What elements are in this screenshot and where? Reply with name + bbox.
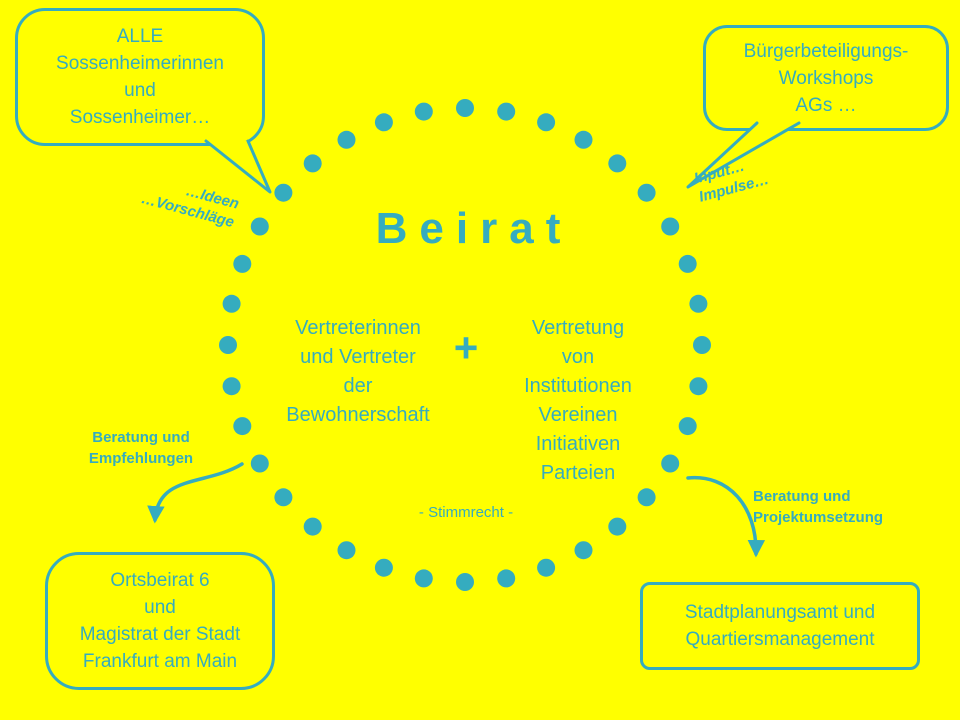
- bubble-line: ALLE: [116, 26, 164, 47]
- circle-dot: [274, 183, 293, 202]
- group-line: Initiativen: [535, 433, 621, 455]
- circle-dot: [608, 154, 627, 173]
- group-line: Bewohnerschaft: [286, 404, 430, 426]
- bubble-line: Sossenheimerinnen: [56, 53, 224, 74]
- callout-tail-top-left: [204, 139, 272, 194]
- box-line: Stadtplanungsamt und: [684, 602, 876, 623]
- label-advice-right: Beratung und Projektumsetzung: [753, 486, 883, 528]
- group-line: und Vertreter: [300, 346, 416, 368]
- label-ideas: …Ideen …Vorschläge: [129, 168, 241, 232]
- circle-dot: [414, 569, 433, 588]
- circle-dot: [637, 183, 656, 202]
- group-line: Vertretung: [531, 317, 625, 339]
- voting-note: - Stimmrecht -: [418, 504, 514, 521]
- circle-dot: [537, 113, 556, 132]
- bubble-line: Workshops: [778, 67, 874, 89]
- box-line: und: [144, 597, 176, 618]
- circle-dot: [678, 254, 697, 273]
- group-line: Vereinen: [538, 404, 618, 426]
- circle-title: Beirat: [375, 204, 573, 253]
- curved-arrow-left: [147, 462, 244, 524]
- circle-dot: [274, 488, 293, 507]
- label-advice-left: Beratung und Empfehlungen: [84, 427, 198, 469]
- circle-dot: [689, 377, 708, 396]
- bubble-line: und: [124, 80, 156, 101]
- box-ortsbeirat: Ortsbeirat 6 und Magistrat der Stadt Fra…: [45, 552, 275, 690]
- circle-dot: [574, 541, 593, 560]
- box-stadtplanungsamt: Stadtplanungsamt und Quartiersmanagement: [640, 582, 920, 670]
- circle-dot: [689, 294, 708, 313]
- circle-dot: [250, 217, 269, 236]
- label-line: Beratung und: [753, 488, 851, 505]
- circle-dot: [303, 517, 322, 536]
- box-line: Magistrat der Stadt: [79, 624, 241, 645]
- label-line: Empfehlungen: [88, 450, 194, 467]
- circle-dot: [337, 130, 356, 149]
- circle-dot: [456, 573, 474, 591]
- box-line: Frankfurt am Main: [82, 651, 238, 672]
- circle-dot: [303, 154, 322, 173]
- circle-dot: [574, 130, 593, 149]
- speech-bubble-workshops: Bürgerbeteiligungs- Workshops AGs …: [703, 25, 949, 131]
- group-line: Parteien: [540, 462, 616, 484]
- circle-dot: [537, 558, 556, 577]
- circle-dot: [693, 336, 711, 354]
- circle-dot: [678, 417, 697, 436]
- bubble-line: Bürgerbeteiligungs-: [743, 40, 909, 62]
- circle-dot: [219, 336, 237, 354]
- plus-sign: +: [453, 324, 479, 371]
- label-line: Beratung und: [92, 429, 190, 446]
- group-line: von: [561, 346, 595, 368]
- label-line: Projektumsetzung: [753, 509, 884, 526]
- circle-dot: [222, 377, 241, 396]
- circle-dot: [250, 454, 269, 473]
- speech-bubble-citizens: ALLE Sossenheimerinnen und Sossenheimer…: [15, 8, 265, 146]
- circle-dot: [337, 541, 356, 560]
- label-input: Input… Impulse…: [692, 151, 771, 206]
- circle-dot: [374, 558, 393, 577]
- circle-dot: [497, 102, 516, 121]
- circle-dot: [414, 102, 433, 121]
- circle-dot: [497, 569, 516, 588]
- institutions-group: Vertretung von Institutionen Vereinen In…: [524, 314, 632, 488]
- circle-dot: [637, 488, 656, 507]
- bubble-line: Sossenheimer…: [69, 107, 211, 128]
- circle-dot: [456, 99, 474, 117]
- circle-dot: [661, 217, 680, 236]
- group-line: Institutionen: [524, 375, 632, 397]
- circle-dot: [661, 454, 680, 473]
- circle-dot: [222, 294, 241, 313]
- box-line: Quartiersmanagement: [685, 629, 875, 650]
- box-line: Ortsbeirat 6: [110, 570, 210, 591]
- group-line: der: [343, 375, 373, 397]
- circle-dot: [233, 254, 252, 273]
- representatives-group: Vertreterinnen und Vertreter der Bewohne…: [286, 314, 429, 430]
- bubble-line: AGs …: [795, 94, 857, 116]
- group-line: Vertreterinnen: [295, 317, 421, 339]
- circle-dot: [608, 517, 627, 536]
- curved-arrow-right: [686, 475, 766, 558]
- circle-dot: [233, 417, 252, 436]
- circle-dot: [374, 113, 393, 132]
